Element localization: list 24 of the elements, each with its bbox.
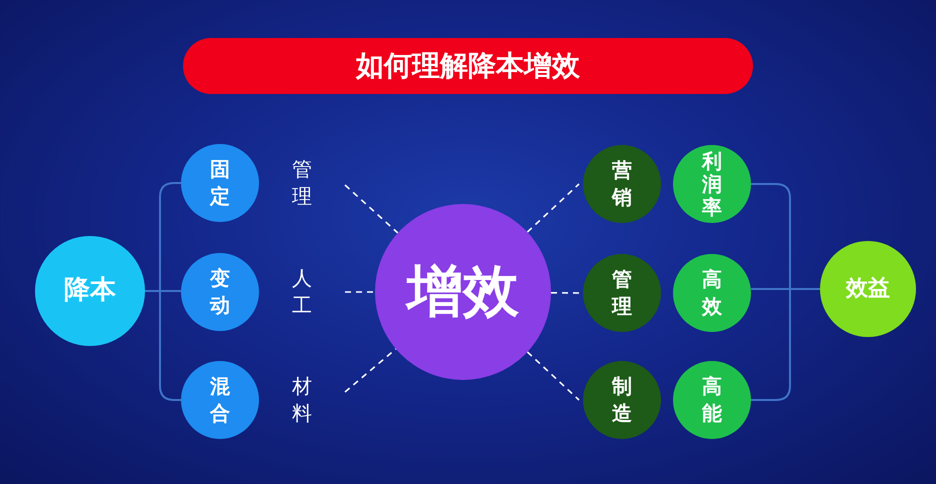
circle-label: 降本 — [64, 274, 116, 308]
circle-label: 高能 — [702, 373, 722, 427]
circle-label: 固定 — [210, 156, 230, 210]
circle-label: 变动 — [210, 265, 230, 319]
dashed-line — [526, 351, 580, 401]
label-text: 材料 — [292, 373, 312, 427]
bracket-line — [751, 288, 820, 401]
circle-label: 利润率 — [702, 150, 722, 218]
dashed-line — [344, 184, 398, 234]
circle-label: 增效 — [407, 258, 519, 326]
circle-label: 混合 — [210, 373, 230, 427]
bracket-line — [145, 290, 181, 401]
label-text: 人工 — [292, 265, 312, 319]
dashed-line — [551, 292, 579, 294]
dashed-line — [344, 348, 396, 393]
dashed-line — [345, 291, 375, 293]
circle-label: 制造 — [612, 373, 632, 427]
circle-label: 高效 — [702, 266, 722, 320]
circle-label: 营销 — [612, 157, 632, 211]
circle-label: 管理 — [612, 266, 632, 320]
label-text: 管理 — [292, 156, 312, 210]
circle-label: 效益 — [846, 275, 890, 304]
title-text: 如何理解降本增效 — [356, 48, 580, 84]
dashed-line — [526, 183, 580, 233]
